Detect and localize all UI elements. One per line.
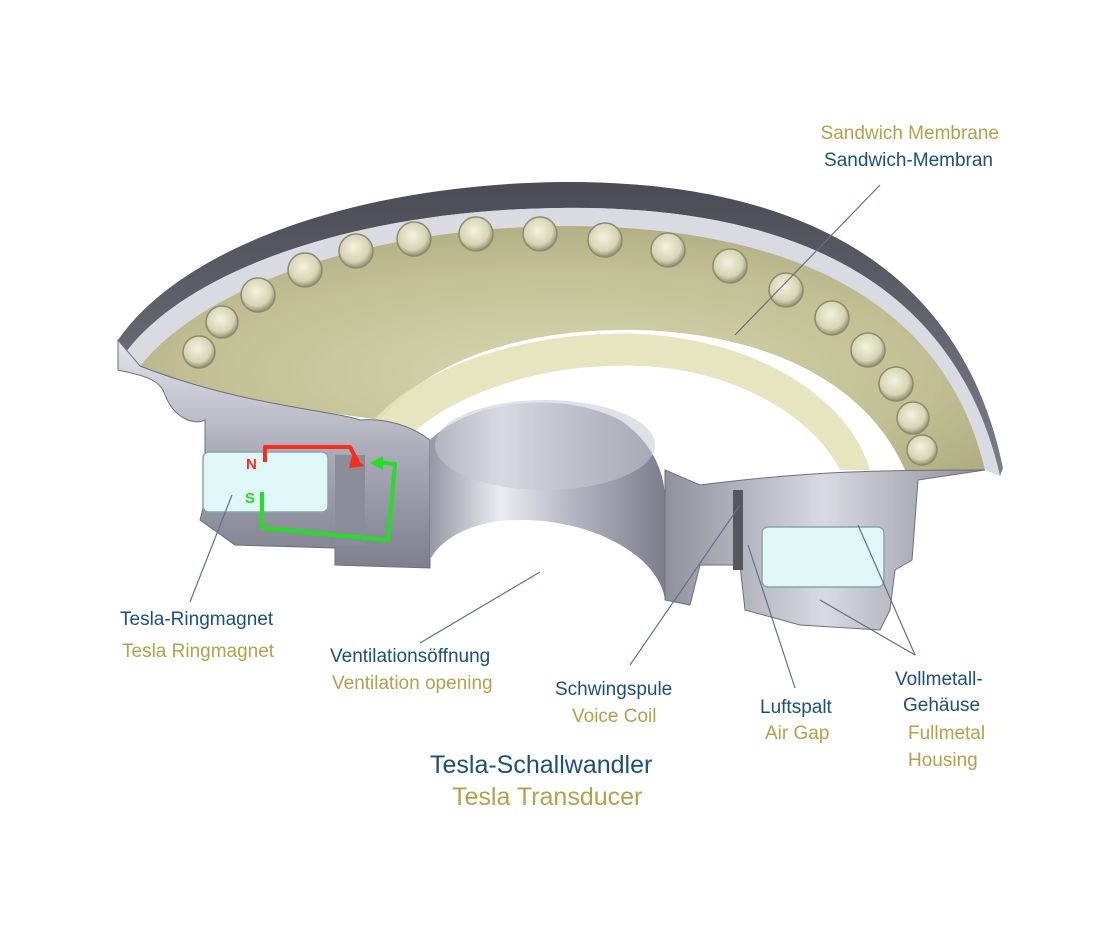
air-gap-label-de: Luftspalt — [760, 697, 832, 718]
housing-label-de-line2: Gehäuse — [903, 695, 981, 716]
title-de: Tesla-Schallwandler — [430, 751, 653, 779]
membrane-label-en: Sandwich Membrane — [820, 123, 999, 144]
housing-label-en-line1: Fullmetal — [908, 723, 986, 744]
voice-coil-gap — [733, 490, 743, 570]
magnetic-field-lines — [260, 445, 397, 542]
voice-coil-label-de: Schwingspule — [555, 679, 673, 700]
voice-coil-label-en: Voice Coil — [572, 706, 657, 727]
air-gap-label-en: Air Gap — [765, 723, 830, 744]
ring-magnet-label-en: Tesla Ringmagnet — [122, 641, 275, 662]
ring-magnet-label-de: Tesla-Ringmagnet — [120, 609, 274, 630]
south-pole-label: S — [245, 490, 255, 507]
membrane-dome — [365, 333, 870, 470]
title-en: Tesla Transducer — [452, 783, 643, 811]
leader-lines — [189, 184, 916, 689]
housing-label-de-line1: Vollmetall- — [895, 669, 983, 690]
membrane-label-de: Sandwich-Membran — [824, 150, 993, 171]
housing-label-en-line2: Housing — [908, 750, 978, 771]
north-pole-label: N — [246, 456, 257, 473]
membrane-vent-holes — [182, 216, 938, 466]
ring-magnet-right — [761, 526, 885, 588]
ventilation-label-en: Ventilation opening — [332, 673, 493, 694]
ventilation-label-de: Ventilationsöffnung — [330, 646, 491, 667]
